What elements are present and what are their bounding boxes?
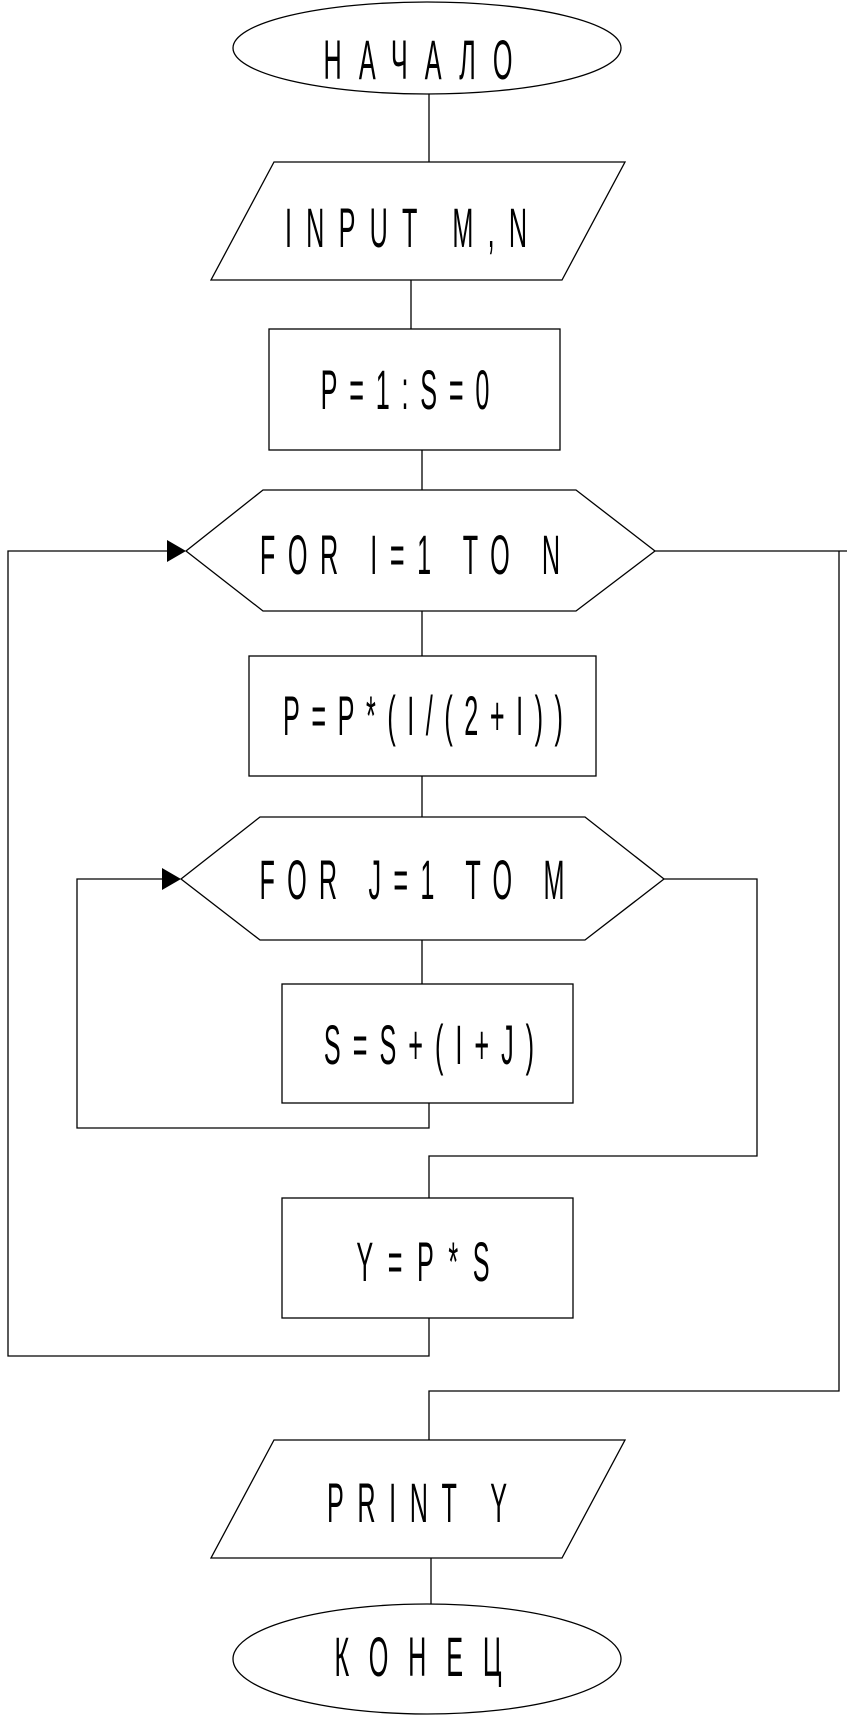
outer-loop-exit	[428, 550, 847, 1440]
arrow-head-outer-loop	[167, 540, 186, 562]
sum-process-box	[281, 983, 574, 1104]
input-parallelogram	[209, 161, 627, 281]
start-label: НАЧАЛО	[324, 30, 513, 92]
input-label: INPUT M,N	[285, 198, 527, 260]
result-label: Y=P*S	[356, 1232, 489, 1294]
output-label: PRINT Y	[327, 1473, 507, 1535]
result-process-box	[281, 1197, 574, 1319]
product-label: P=P*(I/(2+I))	[283, 686, 563, 748]
end-terminator	[232, 1603, 622, 1715]
connectors	[7, 94, 847, 1604]
product-process-box	[248, 655, 597, 777]
start-terminator	[232, 1, 622, 95]
outer-loop-label: FOR I=1 TO N	[260, 525, 560, 587]
outer-loop-return	[7, 550, 430, 1357]
inner-loop-hexagon	[179, 816, 666, 941]
end-label: КОНЕЦ	[335, 1627, 502, 1689]
inner-loop-exit	[428, 878, 758, 1198]
sum-label: S=S+(I+J)	[324, 1015, 534, 1077]
init-label: P=1:S=0	[321, 360, 490, 422]
output-parallelogram	[209, 1439, 627, 1559]
arrow-head-inner-loop	[162, 868, 181, 890]
outer-loop-hexagon	[184, 489, 657, 612]
inner-loop-return	[76, 878, 430, 1129]
inner-loop-label: FOR J=1 TO M	[259, 850, 564, 912]
init-process-box	[268, 328, 561, 451]
